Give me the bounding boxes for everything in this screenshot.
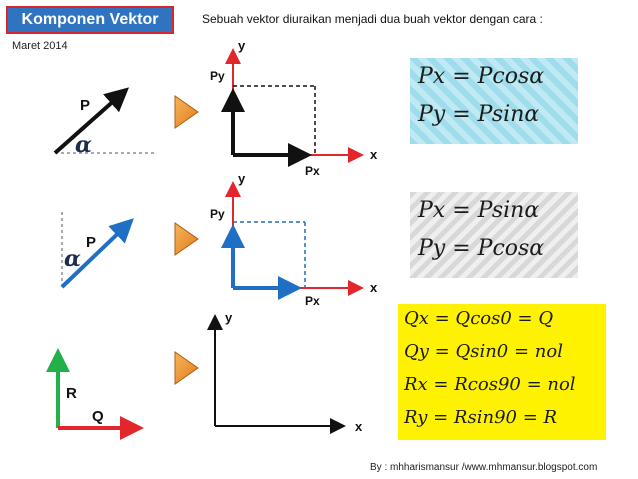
formula-box-1: Px = Pcosα Py = Psinα bbox=[410, 58, 578, 144]
angle-label: α bbox=[64, 246, 81, 272]
vector-arrow bbox=[53, 87, 129, 155]
title-box: Komponen Vektor bbox=[6, 6, 174, 34]
page-title: Komponen Vektor bbox=[21, 11, 159, 28]
y-axis-label: y bbox=[225, 310, 233, 325]
angle-label: α bbox=[75, 132, 92, 158]
x-axis-label: x bbox=[355, 419, 363, 434]
arrow-right-icon bbox=[174, 351, 199, 385]
py-label: Py bbox=[210, 69, 225, 83]
intro-text: Sebuah vektor diuraikan menjadi dua buah… bbox=[202, 12, 543, 26]
arrow-right-icon bbox=[174, 95, 199, 129]
x-axis-label: x bbox=[370, 147, 378, 162]
formula-line: Ry = Rsin90 = R bbox=[404, 407, 558, 428]
px-label: Px bbox=[305, 164, 320, 178]
py-label: Py bbox=[210, 207, 225, 221]
formula-line: Rx = Rcos90 = nol bbox=[404, 374, 576, 395]
date-label: Maret 2014 bbox=[12, 40, 68, 52]
formula-line: Px = Psinα bbox=[418, 198, 540, 223]
formula-line: Py = Psinα bbox=[418, 102, 540, 127]
vector-label: P bbox=[86, 234, 96, 251]
formula-box-3: Qx = Qcos0 = Q Qy = Qsin0 = nol Rx = Rco… bbox=[398, 304, 606, 440]
q-label: Q bbox=[92, 408, 104, 425]
arrow-right-icon bbox=[174, 222, 199, 256]
r-label: R bbox=[66, 385, 77, 402]
vector-p-2: P α bbox=[60, 212, 134, 290]
y-axis-label: y bbox=[238, 38, 246, 53]
formula-line: Py = Pcosα bbox=[418, 236, 545, 261]
vector-rq: R Q bbox=[46, 348, 144, 440]
formula-line: Qx = Qcos0 = Q bbox=[404, 308, 554, 329]
vector-p-1: P α bbox=[53, 87, 155, 158]
y-axis-label: y bbox=[238, 171, 246, 186]
component-diagram-3: y x bbox=[207, 310, 363, 434]
vector-label: P bbox=[80, 97, 90, 114]
formula-box-2: Px = Psinα Py = Pcosα bbox=[410, 192, 578, 278]
x-axis-label: x bbox=[370, 280, 378, 295]
component-diagram-1: y x Py Px bbox=[210, 38, 378, 178]
formula-line: Qy = Qsin0 = nol bbox=[404, 341, 563, 362]
formula-line: Px = Pcosα bbox=[418, 64, 545, 89]
footer-credit: By : mhharismansur /www.mhmansur.blogspo… bbox=[370, 462, 598, 473]
px-label: Px bbox=[305, 294, 320, 308]
component-diagram-2: y x Py Px bbox=[210, 171, 378, 308]
vector-arrow bbox=[60, 218, 134, 289]
